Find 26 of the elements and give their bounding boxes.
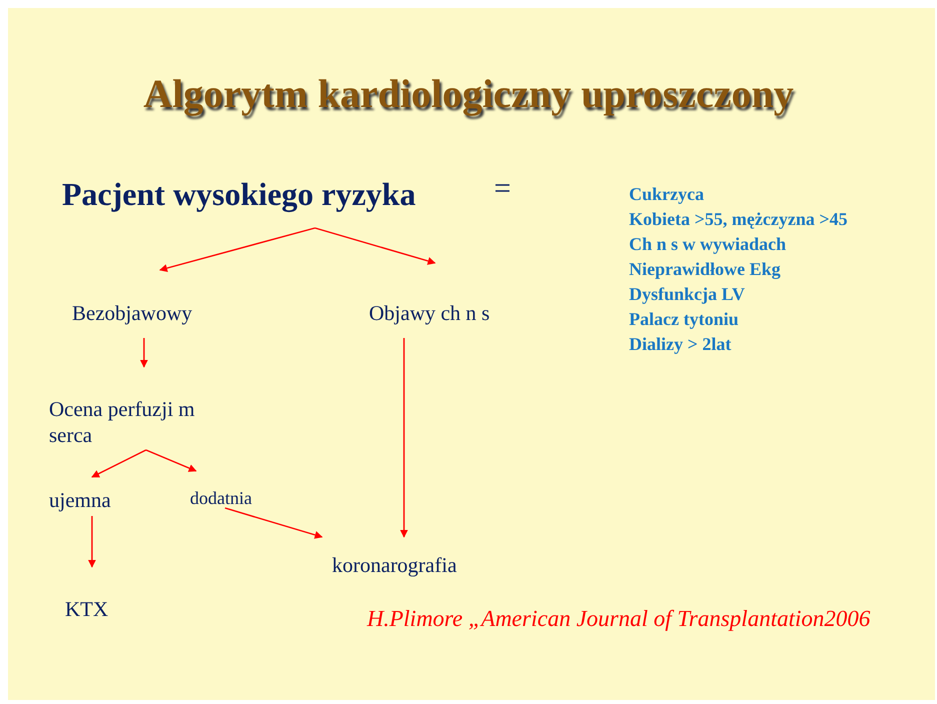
arrow [146,449,197,472]
arrow [400,338,408,538]
arrow [314,227,436,265]
arrow [159,227,316,272]
arrow [224,507,323,539]
arrow [140,338,148,368]
flow-label: Bezobjawowy [72,300,192,326]
citation: H.Plimore „American Journal of Transplantation2006 [367,606,870,632]
risk-factor: Cukrzyca [629,184,704,205]
flow-label: Objawy ch n s [369,300,490,326]
flow-label: koronarografia [332,552,457,578]
risk-factor: Nieprawidłowe Ekg [629,259,781,280]
arrow [91,449,146,478]
flow-label: KTX [65,596,108,622]
risk-factor: Kobieta >55, mężczyzna >45 [629,209,848,230]
risk-heading: Pacjent wysokiego ryzyka [62,175,416,214]
equals-sign: = [494,172,511,206]
risk-factor: Dysfunkcja LV [629,284,745,305]
arrow [88,516,96,568]
risk-factor: Ch n s w wywiadach [629,234,786,255]
risk-factor: Dializy > 2lat [629,334,732,355]
flow-label: Ocena perfuzji m serca [49,396,196,448]
risk-factor: Palacz tytoniu [629,309,738,330]
flow-label: ujemna [49,487,111,514]
flow-label: dodatnia [190,487,252,510]
slide-title: Algorytm kardiologiczny uproszczony [142,70,795,117]
